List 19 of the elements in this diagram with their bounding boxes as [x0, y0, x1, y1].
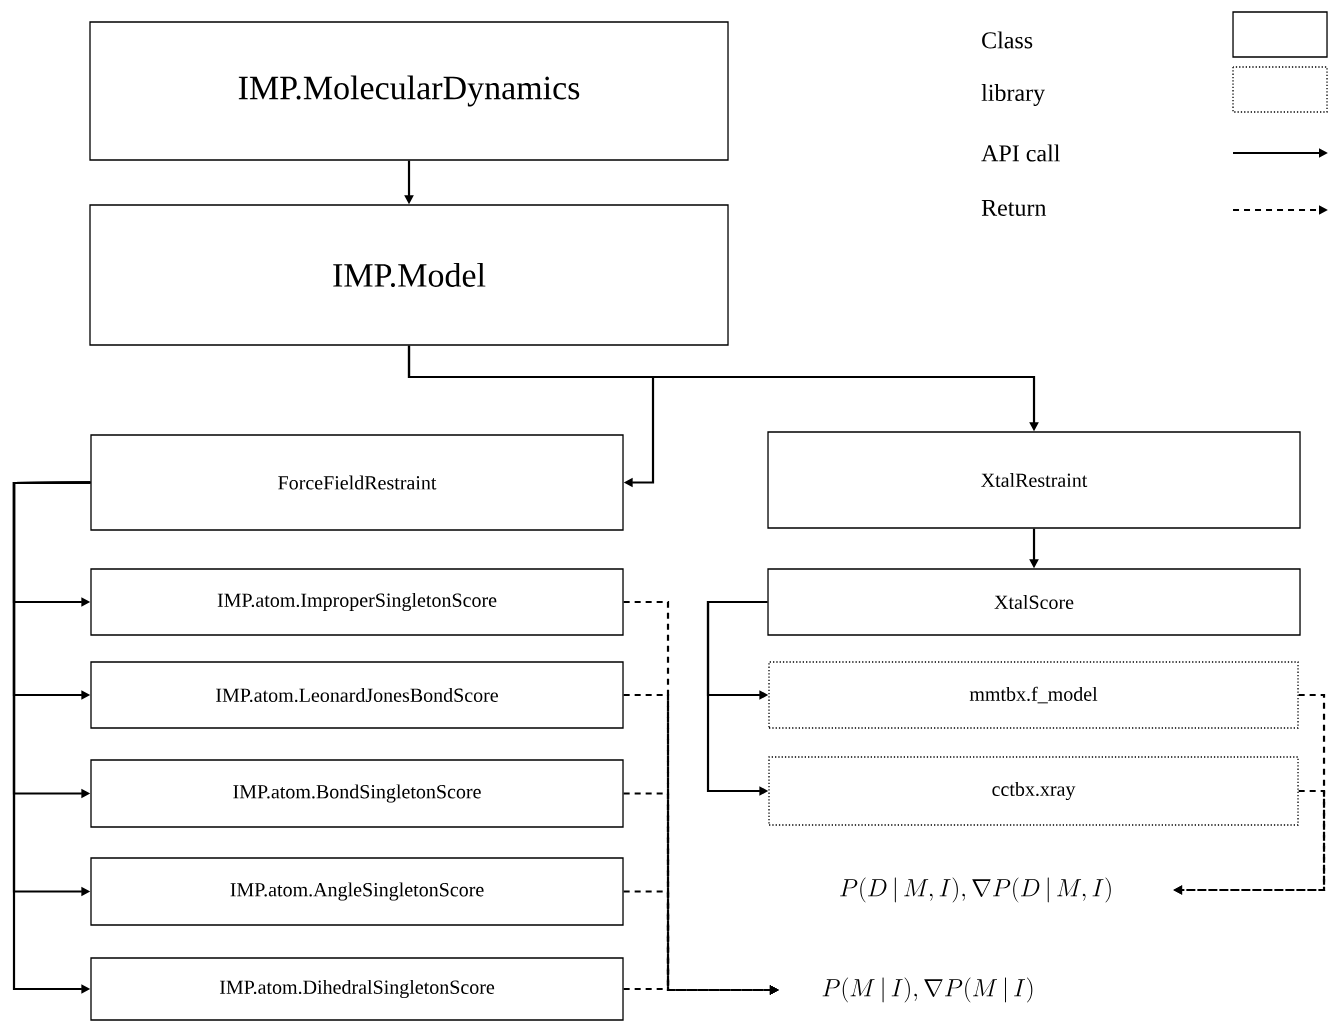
library-box: cctbx.xray	[768, 756, 1299, 826]
class-box: ForceFieldRestraint	[90, 434, 624, 531]
class-box: IMP.MolecularDynamics	[89, 21, 729, 161]
legend-label: Class	[982, 31, 1033, 49]
class-box: IMP.atom.ImproperSingletonScore	[90, 568, 624, 636]
class-box: IMP.atom.DihedralSingletonScore	[90, 957, 624, 1021]
class-box: IMP.atom.AngleSingletonScore	[90, 857, 624, 926]
legend-label: Return	[981, 200, 1047, 216]
class-box: IMP.atom.LeonardJonesBondScore	[90, 661, 624, 729]
legend-label: API call	[981, 144, 1060, 162]
class-box: IMP.atom.BondSingletonScore	[90, 759, 624, 828]
arrow	[12, 481, 91, 994]
class-box: IMP.Model	[89, 204, 729, 346]
library-box: mmtbx.f_model	[768, 661, 1299, 729]
formula-text: $P(D\,|\,M,I), \nabla P(D\,|\,M,I)$	[840, 877, 1111, 903]
formula-text: $P(M\,|\,I), \nabla P(M\,|\,I)$	[822, 977, 1033, 1003]
legend-label: library	[981, 84, 1045, 106]
class-box: XtalScore	[767, 568, 1301, 636]
class-box: XtalRestraint	[767, 431, 1301, 529]
